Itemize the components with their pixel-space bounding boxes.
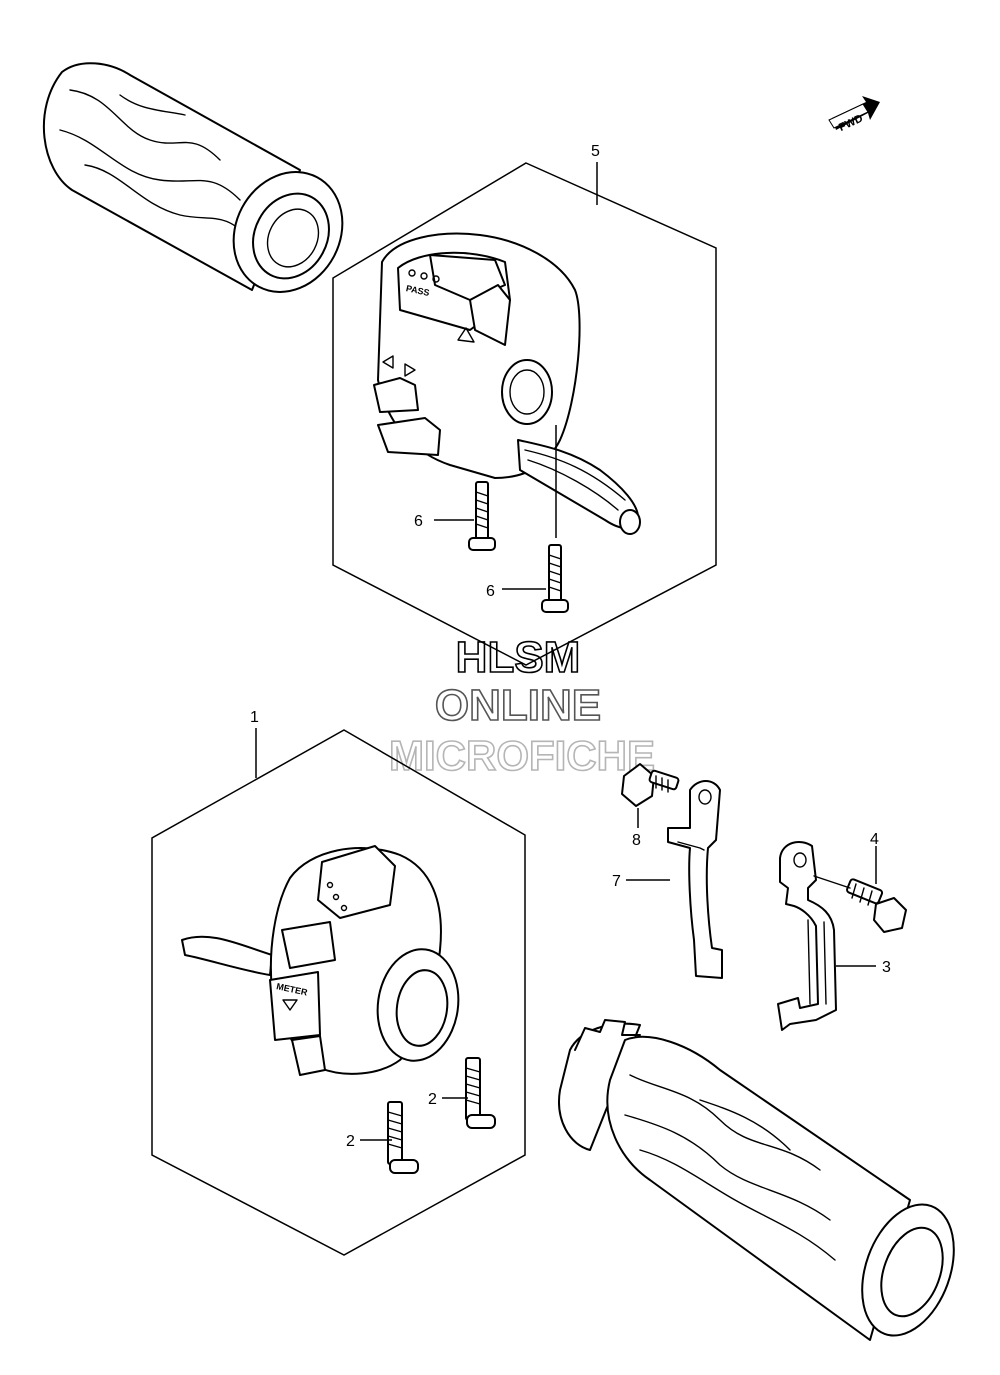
left-grip — [42, 62, 344, 293]
callout-3: 3 — [882, 959, 891, 976]
watermark: HLSM ONLINE MICROFICHE — [388, 632, 656, 780]
screw-2-right — [465, 1057, 496, 1129]
watermark-line2: ONLINE — [435, 681, 601, 730]
bolt-4 — [813, 875, 907, 933]
assembly-outline-1 — [151, 729, 526, 1256]
bracket-3 — [777, 841, 837, 1031]
screw-6-lower — [541, 544, 569, 613]
screw-2-left — [387, 1101, 419, 1174]
callout-5: 5 — [591, 143, 600, 160]
fwd-arrow-icon: FWD — [828, 96, 880, 134]
callout-8: 8 — [632, 832, 641, 849]
pass-label: PASS — [405, 283, 430, 298]
screw-6-upper — [468, 481, 496, 551]
bolt-8 — [621, 763, 680, 807]
callout-1: 1 — [250, 709, 259, 726]
right-handlebar-switch: PASS — [373, 232, 641, 535]
bracket-7 — [667, 780, 723, 979]
callout-2b: 2 — [428, 1091, 437, 1108]
callout-4: 4 — [870, 831, 879, 848]
watermark-line3: MICROFICHE — [389, 732, 655, 779]
callout-6a: 6 — [414, 513, 423, 530]
watermark-line1: HLSM — [456, 633, 581, 682]
callout-7: 7 — [612, 873, 621, 890]
callout-6b: 6 — [486, 583, 495, 600]
callout-2a: 2 — [346, 1133, 355, 1150]
left-handlebar-switch: METER — [181, 845, 460, 1076]
assembly-outline-5 — [332, 162, 717, 666]
right-grip — [558, 1019, 955, 1341]
